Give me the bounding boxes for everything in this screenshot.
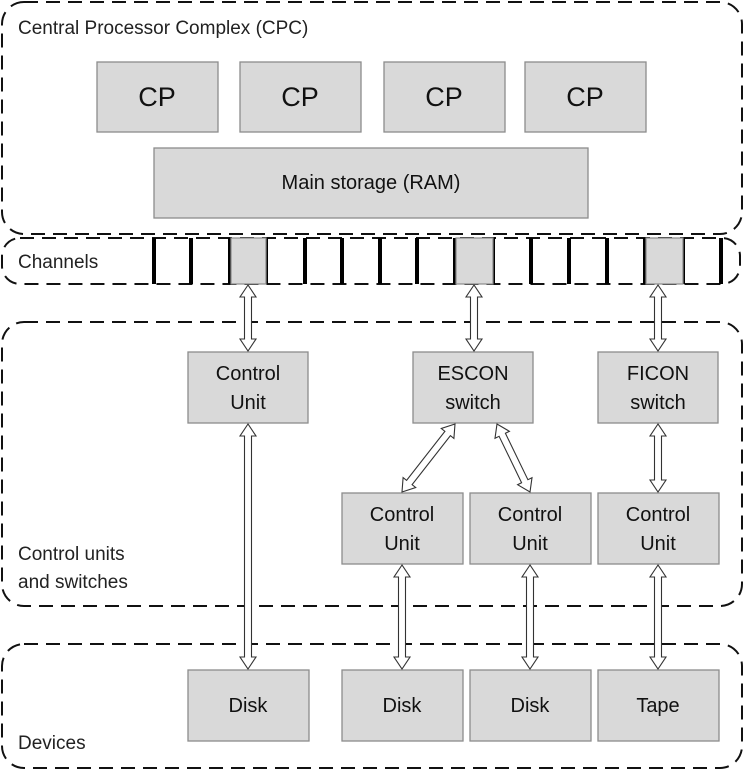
control-unit-node: Control Unit bbox=[341, 492, 464, 565]
node-label-line: ESCON bbox=[437, 363, 508, 385]
cp-node-label: CP bbox=[566, 82, 604, 112]
node-label-line: Unit bbox=[384, 533, 420, 555]
cpc-group-label: Central Processor Complex (CPC) bbox=[18, 18, 308, 39]
device-label: Disk bbox=[383, 695, 423, 717]
node-label-line: Unit bbox=[230, 392, 266, 414]
channels-group-label: Channels bbox=[18, 252, 98, 273]
ficon-switch-node: FICON switch bbox=[597, 351, 719, 424]
node-label-line: switch bbox=[630, 392, 686, 414]
cp-node-1: CP bbox=[96, 61, 219, 133]
tape-device-node: Tape bbox=[597, 669, 720, 742]
control-group-label-line1: Control units bbox=[18, 544, 125, 565]
node-label-line: Control bbox=[498, 504, 562, 526]
control-unit-to-disk-arrow bbox=[238, 423, 258, 670]
cp-node-3: CP bbox=[383, 61, 506, 133]
channel-to-control-unit-arrow bbox=[238, 284, 258, 352]
channel-port bbox=[230, 237, 267, 285]
device-label: Disk bbox=[511, 695, 551, 717]
control-unit-to-disk-arrow bbox=[520, 564, 540, 670]
node-label-line: Control bbox=[216, 363, 280, 385]
control-unit-node: Control Unit bbox=[187, 351, 309, 424]
cp-node-label: CP bbox=[138, 82, 176, 112]
node-label-line: Control bbox=[626, 504, 690, 526]
cp-node-4: CP bbox=[524, 61, 647, 133]
main-storage-label: Main storage (RAM) bbox=[282, 172, 461, 194]
disk-device-node: Disk bbox=[341, 669, 464, 742]
control-group-label-line2: and switches bbox=[18, 572, 128, 593]
disk-device-node: Disk bbox=[187, 669, 310, 742]
device-label: Disk bbox=[229, 695, 269, 717]
channels-group bbox=[1, 237, 741, 285]
escon-switch-node: ESCON switch bbox=[412, 351, 534, 424]
control-unit-to-disk-arrow bbox=[392, 564, 412, 670]
control-unit-to-tape-arrow bbox=[648, 564, 668, 670]
escon-to-control-unit-arrow bbox=[494, 423, 533, 493]
channel-port bbox=[645, 237, 684, 285]
control-unit-node: Control Unit bbox=[597, 492, 720, 565]
connector-arrows bbox=[238, 284, 668, 670]
cp-node-label: CP bbox=[281, 82, 319, 112]
main-storage-node: Main storage (RAM) bbox=[153, 147, 589, 219]
escon-to-control-unit-arrow bbox=[401, 423, 456, 493]
node-label-line: Control bbox=[370, 504, 434, 526]
channel-to-escon-switch-arrow bbox=[464, 284, 484, 352]
control-unit-node: Control Unit bbox=[469, 492, 592, 565]
channel-to-ficon-switch-arrow bbox=[648, 284, 668, 352]
ficon-to-control-unit-arrow bbox=[648, 423, 668, 493]
devices-group-label: Devices bbox=[18, 733, 86, 754]
cp-node-2: CP bbox=[239, 61, 362, 133]
node-label-line: switch bbox=[445, 392, 501, 414]
cp-node-label: CP bbox=[425, 82, 463, 112]
node-label-line: FICON bbox=[627, 363, 689, 385]
disk-device-node: Disk bbox=[469, 669, 592, 742]
node-label-line: Unit bbox=[640, 533, 676, 555]
channel-port bbox=[455, 237, 494, 285]
node-label-line: Unit bbox=[512, 533, 548, 555]
device-label: Tape bbox=[636, 695, 679, 717]
